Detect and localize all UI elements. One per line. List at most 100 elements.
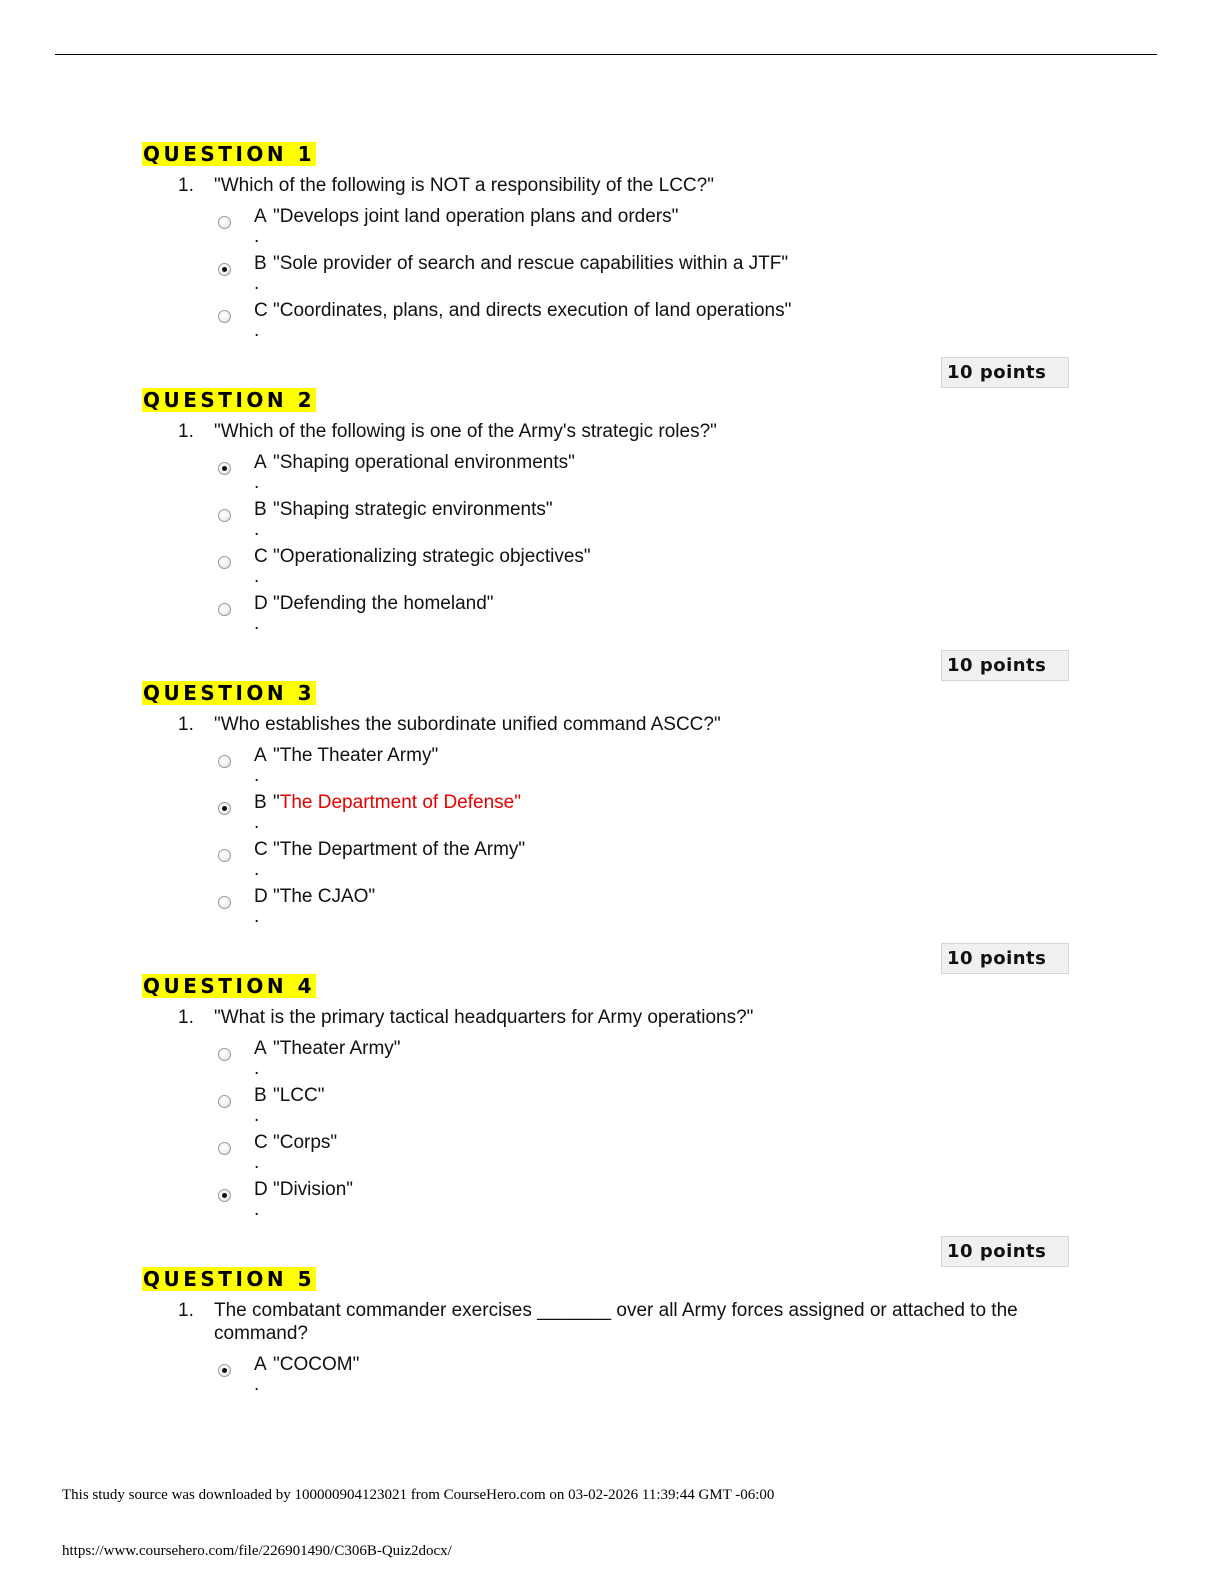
option-text-highlighted: The Department of Defense" [279, 792, 521, 813]
option-letter: A [254, 452, 267, 473]
radio-button-selected[interactable] [218, 1189, 231, 1202]
question-text: 1. "Which of the following is NOT a resp… [142, 174, 1082, 197]
question-prompt: "Which of the following is one of the Ar… [214, 421, 717, 442]
option-letter: B [254, 1085, 267, 1106]
question-text: 1. "What is the primary tactical headqua… [142, 1006, 1082, 1029]
answer-option-a[interactable]: A "Develops joint land operation plans a… [142, 205, 1082, 252]
points-badge: 10 points [941, 650, 1069, 681]
option-dot: . [254, 765, 260, 786]
answer-options: A "Theater Army" . B "LCC" . C "Corps" .… [142, 1037, 1082, 1225]
option-text: "Division" [273, 1179, 354, 1200]
option-letter: A [254, 1038, 267, 1059]
question-number: 1. [178, 1300, 194, 1321]
radio-button-selected[interactable] [218, 462, 231, 475]
top-divider [55, 54, 1157, 55]
option-text-prefix: " [273, 792, 280, 813]
radio-button[interactable] [218, 1142, 231, 1155]
radio-button-selected[interactable] [218, 802, 231, 815]
option-text: "Develops joint land operation plans and… [273, 206, 679, 227]
option-dot: . [254, 1058, 260, 1079]
radio-button[interactable] [218, 755, 231, 768]
answer-option-b[interactable]: B "Shaping strategic environments" . [142, 498, 1082, 545]
option-text: "The Department of Defense" [273, 791, 521, 814]
question-block-4: QUESTION 4 1. "What is the primary tacti… [142, 974, 1082, 1225]
answer-option-d[interactable]: D "Division" . [142, 1178, 1082, 1225]
answer-option-a[interactable]: A "Shaping operational environments" . [142, 451, 1082, 498]
download-notice: This study source was downloaded by 1000… [62, 1487, 775, 1503]
radio-button[interactable] [218, 896, 231, 909]
option-dot: . [254, 1374, 260, 1395]
option-letter: D [254, 593, 268, 614]
question-number: 1. [178, 421, 194, 442]
answer-option-b[interactable]: B "LCC" . [142, 1084, 1082, 1131]
option-letter: C [254, 839, 268, 860]
answer-option-c[interactable]: C "The Department of the Army" . [142, 838, 1082, 885]
question-prompt: "Which of the following is NOT a respons… [214, 175, 714, 196]
option-text: "LCC" [273, 1085, 325, 1106]
radio-button[interactable] [218, 1048, 231, 1061]
option-text: "Theater Army" [273, 1038, 401, 1059]
option-letter: D [254, 886, 268, 907]
question-text: 1. "Who establishes the subordinate unif… [142, 713, 1082, 736]
answer-option-c[interactable]: C "Coordinates, plans, and directs execu… [142, 299, 1082, 346]
option-text: "Shaping strategic environments" [273, 499, 553, 520]
option-text: "Sole provider of search and rescue capa… [273, 253, 789, 274]
option-dot: . [254, 906, 260, 927]
points-badge: 10 points [941, 943, 1069, 974]
option-text: "The Department of the Army" [273, 839, 526, 860]
option-dot: . [254, 273, 260, 294]
radio-button[interactable] [218, 216, 231, 229]
question-heading: QUESTION 4 [142, 974, 317, 998]
answer-option-d[interactable]: D "Defending the homeland" . [142, 592, 1082, 639]
answer-option-a[interactable]: A "COCOM" . [142, 1353, 1082, 1400]
answer-options: A "Shaping operational environments" . B… [142, 451, 1082, 639]
radio-button[interactable] [218, 310, 231, 323]
option-text: "COCOM" [273, 1354, 360, 1375]
option-dot: . [254, 859, 260, 880]
source-url[interactable]: https://www.coursehero.com/file/22690149… [62, 1543, 452, 1559]
radio-button[interactable] [218, 849, 231, 862]
option-dot: . [254, 472, 260, 493]
answer-option-c[interactable]: C "Corps" . [142, 1131, 1082, 1178]
points-badge: 10 points [941, 357, 1069, 388]
option-letter: B [254, 792, 267, 813]
question-block-3: QUESTION 3 1. "Who establishes the subor… [142, 681, 1082, 932]
question-heading: QUESTION 5 [142, 1267, 317, 1291]
answer-options: A "Develops joint land operation plans a… [142, 205, 1082, 346]
radio-button[interactable] [218, 603, 231, 616]
option-text: "Operationalizing strategic objectives" [273, 546, 591, 567]
option-text: "Shaping operational environments" [273, 452, 575, 473]
option-letter: A [254, 745, 267, 766]
answer-option-a[interactable]: A "The Theater Army" . [142, 744, 1082, 791]
radio-button-selected[interactable] [218, 1364, 231, 1377]
radio-button-selected[interactable] [218, 263, 231, 276]
question-block-5: QUESTION 5 1. The combatant commander ex… [142, 1267, 1082, 1400]
option-dot: . [254, 519, 260, 540]
answer-option-b[interactable]: B "Sole provider of search and rescue ca… [142, 252, 1082, 299]
option-text: "Corps" [273, 1132, 338, 1153]
option-letter: A [254, 1354, 267, 1375]
radio-button[interactable] [218, 556, 231, 569]
question-number: 1. [178, 714, 194, 735]
question-heading: QUESTION 1 [142, 142, 317, 166]
radio-button[interactable] [218, 1095, 231, 1108]
option-letter: C [254, 546, 268, 567]
option-letter: B [254, 253, 267, 274]
option-text: "The Theater Army" [273, 745, 439, 766]
option-text: "Defending the homeland" [273, 593, 494, 614]
answer-option-a[interactable]: A "Theater Army" . [142, 1037, 1082, 1084]
answer-option-c[interactable]: C "Operationalizing strategic objectives… [142, 545, 1082, 592]
option-dot: . [254, 1105, 260, 1126]
option-dot: . [254, 1152, 260, 1173]
question-prompt: "What is the primary tactical headquarte… [214, 1007, 754, 1028]
option-letter: B [254, 499, 267, 520]
question-text: 1. The combatant commander exercises ___… [142, 1299, 1054, 1345]
radio-button[interactable] [218, 509, 231, 522]
option-dot: . [254, 1199, 260, 1220]
option-letter: D [254, 1179, 268, 1200]
answer-option-d[interactable]: D "The CJAO" . [142, 885, 1082, 932]
question-heading: QUESTION 3 [142, 681, 317, 705]
question-block-2: QUESTION 2 1. "Which of the following is… [142, 388, 1082, 639]
answer-option-b[interactable]: B "The Department of Defense" . [142, 791, 1082, 838]
answer-options: A "COCOM" . [142, 1353, 1082, 1400]
